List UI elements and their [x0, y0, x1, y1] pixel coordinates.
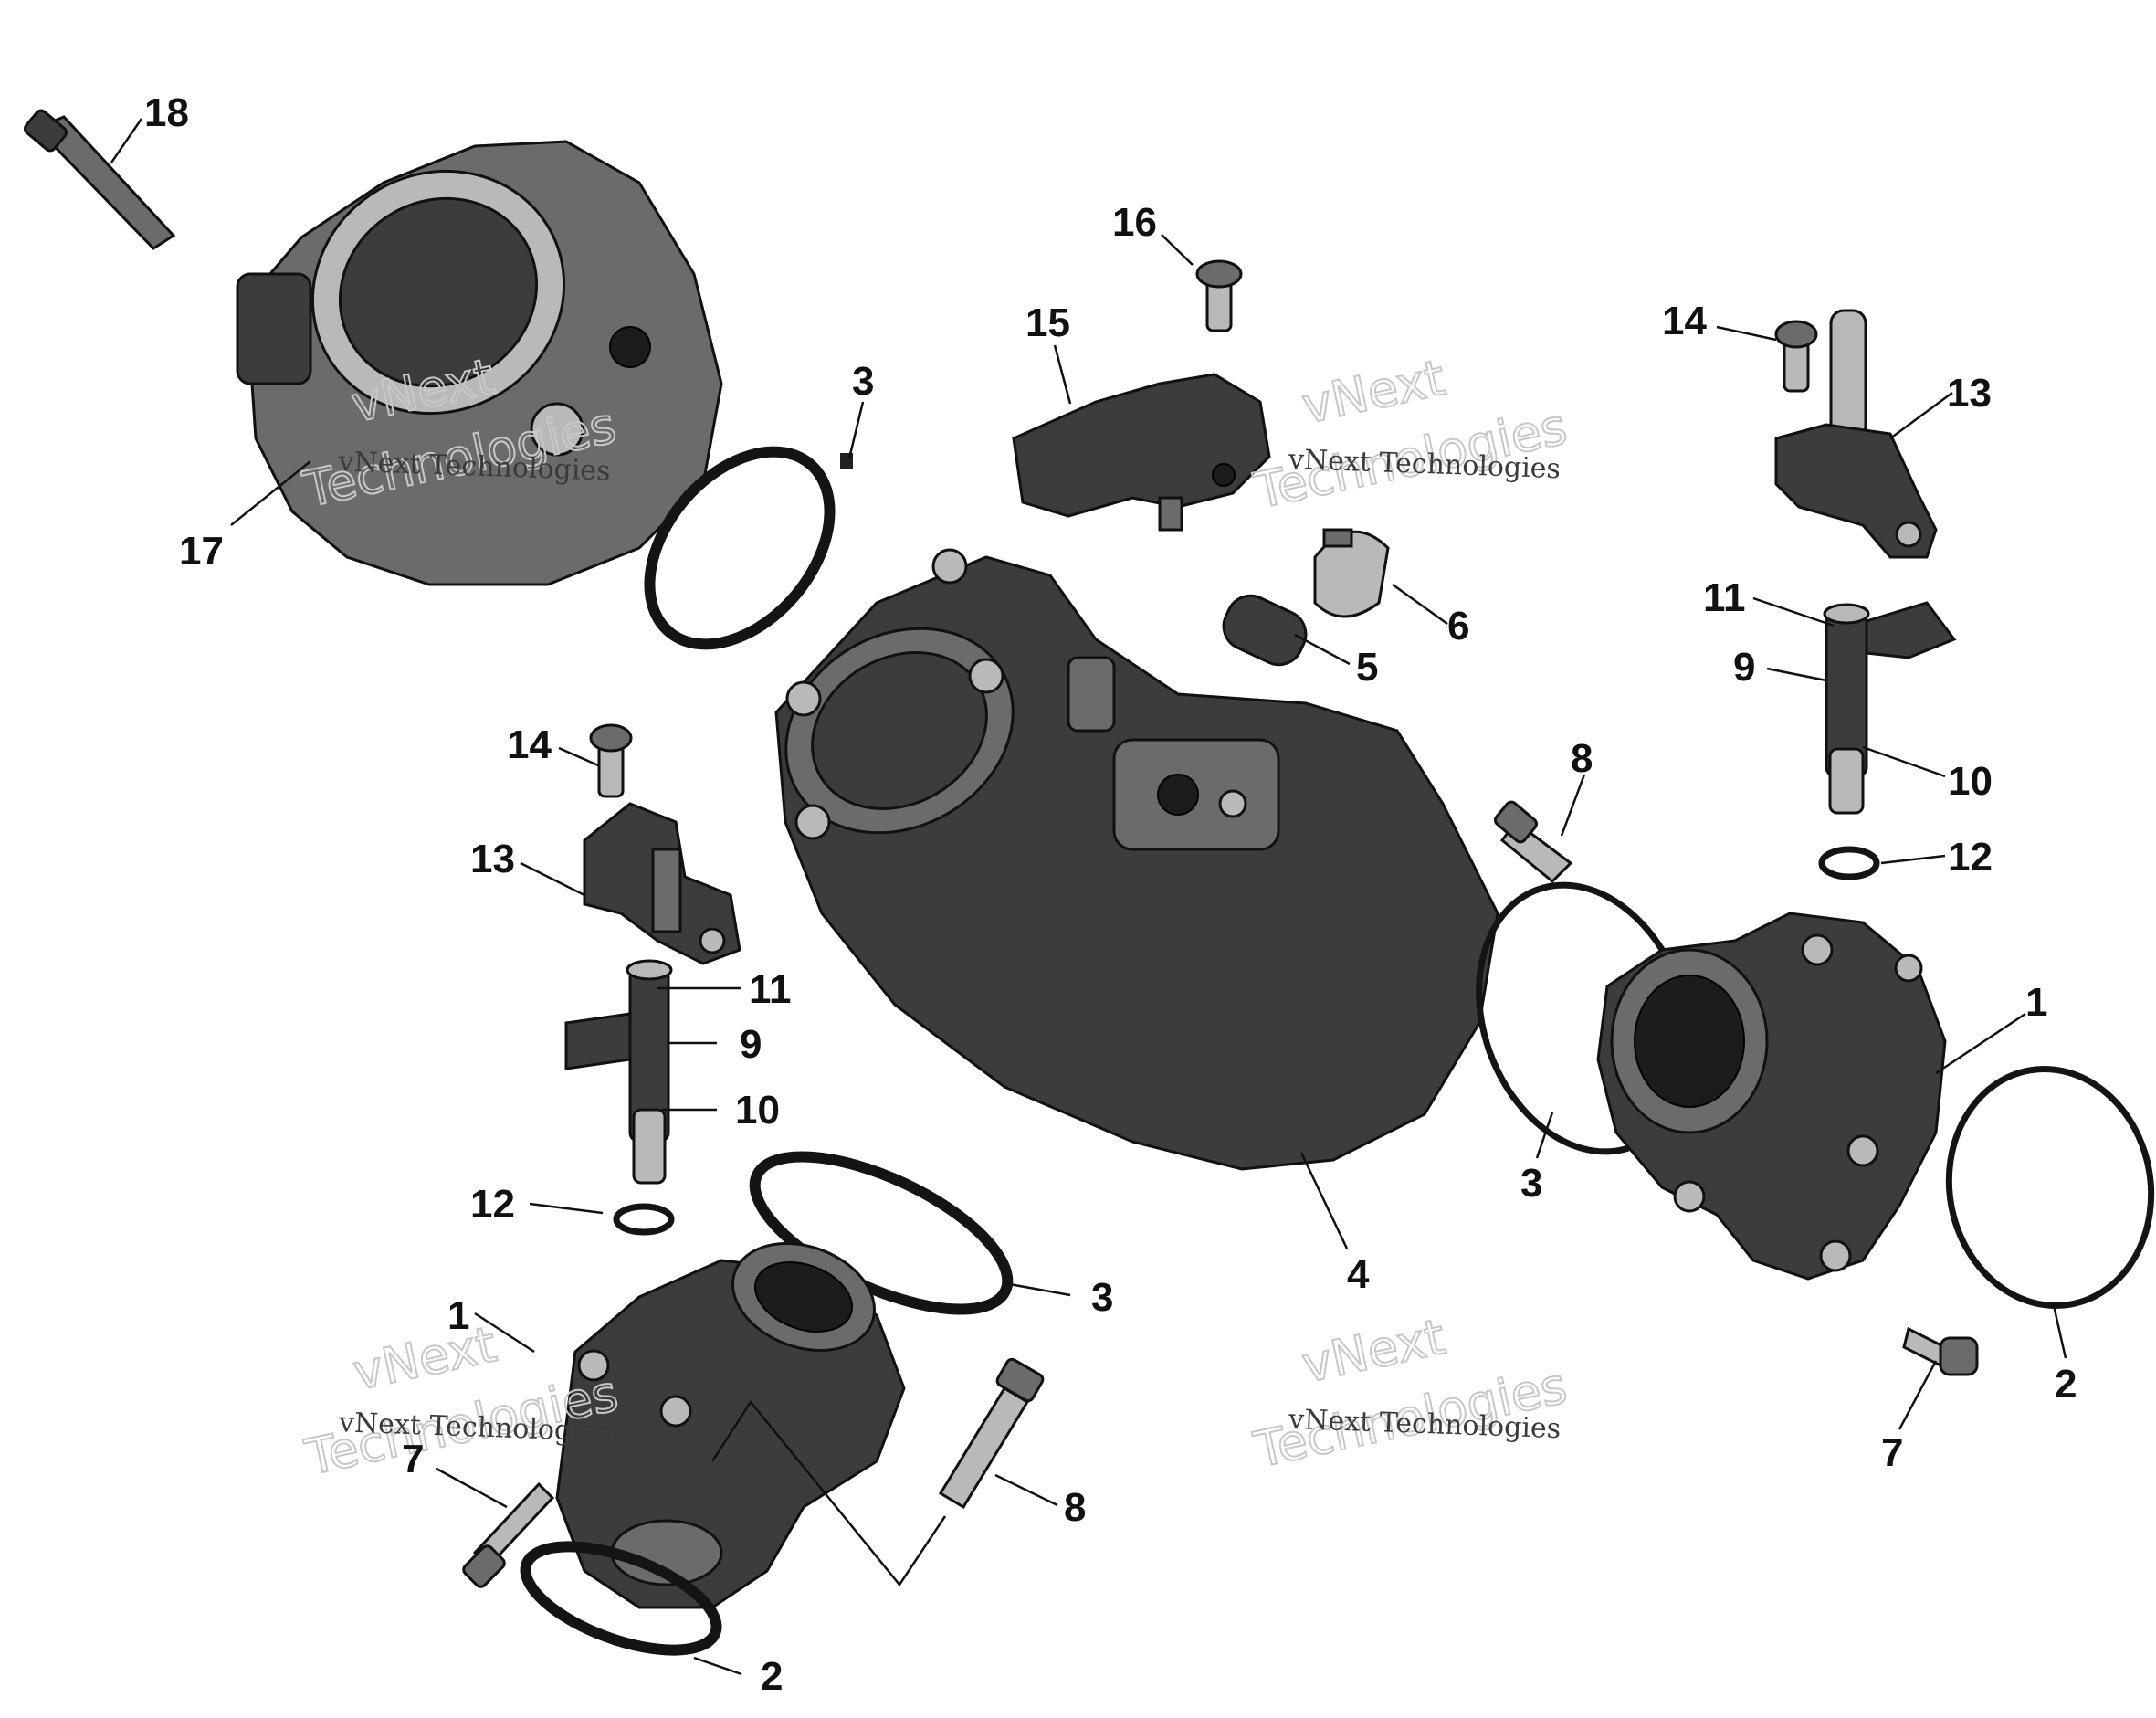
- callout-18: 18: [144, 90, 189, 135]
- callout-6: 6: [1447, 604, 1469, 648]
- bolt-part-8-left: [938, 1357, 1045, 1510]
- leader-lines: [110, 118, 2067, 1676]
- inlet-housing-part-1-right: [1596, 912, 1947, 1281]
- callout-13-left: 13: [470, 837, 515, 881]
- callout-7-right: 7: [1881, 1430, 1903, 1475]
- svg-text:vNext: vNext: [1298, 1308, 1450, 1394]
- callout-2-left: 2: [761, 1654, 783, 1699]
- callout-13-right: 13: [1947, 371, 1992, 416]
- bolt-part-18: [23, 109, 176, 250]
- callout-16: 16: [1112, 200, 1157, 245]
- o-ring-part-2-left: [520, 1541, 722, 1656]
- screw-part-7-right: [1902, 1326, 1979, 1376]
- callout-7-left: 7: [402, 1437, 424, 1481]
- o-ring-part-2-right: [1945, 1066, 2155, 1309]
- callout-15: 15: [1025, 300, 1070, 345]
- fuel-injector-part-9-right: [1823, 601, 1957, 815]
- callout-14-right: 14: [1662, 299, 1707, 343]
- callout-8-right: 8: [1571, 736, 1593, 781]
- callout-8-left: 8: [1064, 1485, 1086, 1530]
- callout-10-left: 10: [735, 1088, 780, 1133]
- seal-ring-part-12-right: [1818, 846, 1880, 880]
- hose-part-5: [1222, 594, 1308, 667]
- svg-text:vNext: vNext: [348, 1315, 500, 1401]
- fuel-rail-part-13-left: [583, 802, 741, 965]
- fuel-rail-part-13-right: [1774, 309, 1938, 559]
- bolt-part-16: [1195, 259, 1243, 332]
- callout-4: 4: [1347, 1252, 1370, 1297]
- bolt-part-14-left: [589, 723, 633, 798]
- seal-ring-part-12-left: [613, 1203, 675, 1236]
- svg-text:vNext: vNext: [1298, 349, 1450, 435]
- callout-3-right: 3: [1520, 1161, 1542, 1206]
- callout-10-right: 10: [1948, 759, 1993, 804]
- map-sensor-part-15: [1012, 373, 1271, 532]
- callout-9-left: 9: [740, 1022, 762, 1067]
- callout-3-top: 3: [852, 359, 874, 404]
- callout-1-right: 1: [2025, 980, 2047, 1025]
- watermark-bottom-right: vNext Technologies vNext Technologies: [1248, 1307, 1572, 1480]
- callout-5: 5: [1356, 645, 1378, 690]
- callout-12-right: 12: [1948, 835, 1993, 880]
- watermark-top-right: vNext Technologies vNext Technologies: [1248, 348, 1572, 521]
- callout-11-left: 11: [749, 967, 792, 1012]
- callout-17: 17: [179, 529, 224, 574]
- callout-11-right: 11: [1703, 575, 1746, 620]
- screw-part-7-left: [462, 1481, 555, 1588]
- callout-12-left: 12: [470, 1182, 515, 1227]
- fuel-injector-part-9-left: [564, 959, 673, 1185]
- bolt-part-8-right: [1493, 800, 1573, 884]
- clamp-part-6: [1313, 528, 1390, 618]
- bolt-part-14-right: [1774, 320, 1818, 393]
- intake-manifold-part-4: [774, 548, 1499, 1171]
- throttle-body-part-17: [236, 140, 723, 586]
- callout-3-middle: 3: [1091, 1275, 1113, 1320]
- callout-1-left: 1: [447, 1293, 469, 1338]
- callout-2-right: 2: [2055, 1362, 2077, 1407]
- callout-14-left: 14: [507, 722, 552, 767]
- callout-9-right: 9: [1733, 645, 1755, 690]
- callout-labels: 18 17 3 16 15 14 13 6 5 11 9 10 12 8 1 3…: [144, 90, 2077, 1699]
